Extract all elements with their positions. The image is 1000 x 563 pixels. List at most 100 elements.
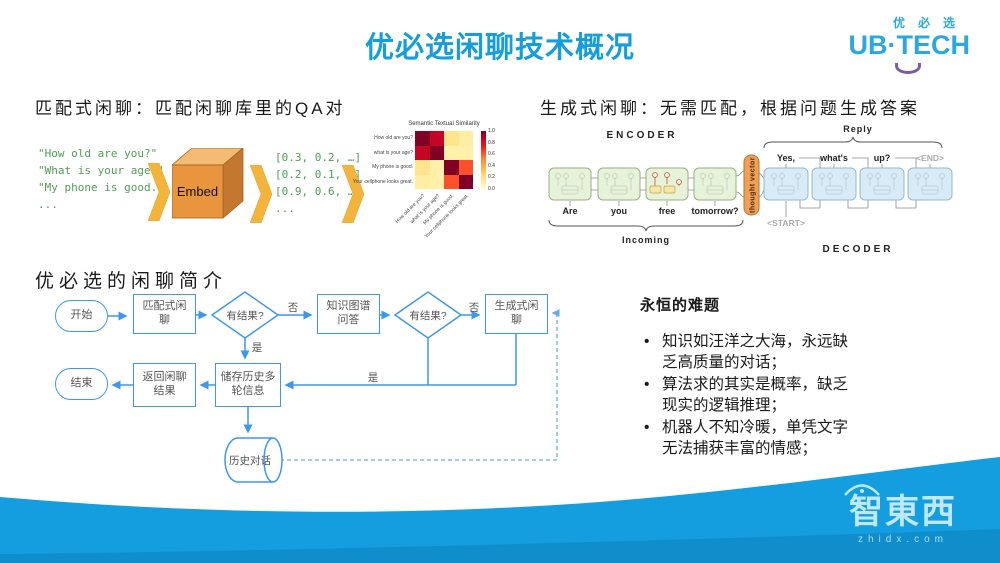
generative-chat-heading: 生成式闲聊：无需匹配，根据问题生成答案 — [540, 99, 920, 118]
end-token: <END> — [916, 153, 944, 163]
chat-flowchart: 开始 匹配式闲聊 有结果? 否 知识图谱问答 有结果? 否 生成式闲聊 是 储存… — [40, 285, 570, 500]
flow-decision-1: 有结果? — [226, 309, 264, 322]
arrow-right-icon — [342, 165, 364, 223]
embed-label: Embed — [177, 184, 218, 199]
zhidx-logo: 智東西 zhidx.com — [828, 482, 978, 545]
vector-line: ... — [275, 202, 295, 215]
heatmap-cell — [415, 131, 430, 146]
note-item: 算法求的其实是概率，缺乏现实的逻辑推理； — [640, 374, 858, 416]
vector-line: [0.9, 0.6, …] — [275, 185, 362, 198]
encoder-token: tomorrow? — [692, 206, 739, 216]
quote-line: "What is your age?" — [38, 164, 164, 177]
decision-diamond — [210, 291, 280, 339]
start-token: <START> — [767, 218, 805, 228]
decoder-token: up? — [874, 153, 891, 163]
heatmap-cell — [429, 174, 444, 189]
encoder-cell — [548, 167, 592, 201]
thought-vector-label: thought vector — [750, 157, 757, 213]
page-title: 优必选闲聊技术概况 — [364, 32, 635, 64]
heatmap-colorbar-tick: 0.2 — [488, 174, 495, 181]
quote-line: ... — [38, 198, 58, 211]
heatmap-cell — [444, 174, 459, 189]
arrow-right-icon — [148, 163, 170, 221]
incoming-label: Incoming — [622, 235, 670, 245]
heatmap-row-label: My phone is good. — [372, 164, 413, 171]
flow-end: 结束 — [55, 368, 108, 400]
quote-line: "How old are you?" — [38, 147, 158, 160]
question-quotes: "How old are you?" "What is your age?" "My… — [38, 145, 164, 213]
decoder-cell — [763, 167, 809, 201]
reply-label: Reply — [843, 124, 873, 134]
heatmap-col-labels: How old are you?what is your age?My phon… — [395, 191, 473, 240]
encoder-label: ENCODER — [606, 130, 677, 141]
decoder-cell — [811, 167, 857, 201]
heatmap-cell — [429, 145, 444, 160]
ubtech-smile-icon — [895, 63, 921, 74]
thought-vector-box — [743, 154, 760, 216]
flow-knowledge-graph-qa: 知识图谱问答 — [317, 294, 380, 334]
flowchart-lines — [108, 291, 560, 483]
similarity-heatmap: Semantic Textual Similarity How old are … — [352, 117, 506, 243]
flow-yes-label-2: 是 — [367, 371, 379, 384]
heatmap-colorbar-tick: 1.0 — [488, 128, 495, 134]
decoder-label: DECODER — [822, 244, 893, 255]
vector-line: [0.3, 0.2, …] — [275, 151, 362, 164]
decoder-cell — [859, 167, 905, 201]
flow-return-result: 返回闲聊结果 — [133, 363, 196, 407]
flow-decision-2: 有结果? — [409, 309, 447, 322]
heatmap-colorbar — [481, 131, 486, 189]
heatmap-cell — [458, 174, 473, 189]
history-cylinder — [224, 437, 273, 483]
attention-highlight — [649, 172, 682, 194]
flow-start: 开始 — [55, 300, 108, 332]
flow-store-history: 储存历史多轮信息 — [215, 363, 281, 407]
note-item: 知识如汪洋之大海，永远缺乏高质量的对话； — [640, 331, 858, 373]
heatmap-cell — [429, 160, 444, 175]
flow-match-chat: 匹配式闲聊 — [133, 294, 196, 334]
heatmap-row-label: Your cellphone looks great. — [352, 178, 413, 185]
heatmap-grid — [415, 131, 473, 189]
heatmap-cell — [444, 145, 459, 160]
notes-panel: 永恒的难题 知识如汪洋之大海，永远缺乏高质量的对话； 算法求的其实是概率，缺乏现… — [640, 294, 876, 460]
heatmap-row-labels: How old are you?what is your age?My phon… — [352, 131, 413, 189]
encoder-token: free — [659, 206, 676, 216]
ubtech-logo-en: UB·TECH — [848, 30, 971, 60]
footer-wave — [0, 457, 1000, 563]
notes-heading: 永恒的难题 — [640, 297, 721, 314]
flow-no-label-1: 否 — [287, 301, 299, 314]
heatmap-cell — [415, 160, 430, 175]
quote-line: "My phone is good." — [38, 181, 164, 194]
heatmap-colorbar-tick: 0.8 — [488, 139, 495, 146]
heatmap-colorbar-tick: 0.4 — [488, 162, 495, 169]
heatmap-cell — [415, 174, 430, 189]
heatmap-cell — [458, 145, 473, 160]
flowchart-heading: 优必选的闲聊简介 — [35, 271, 228, 292]
decoder-token: Yes, — [777, 153, 795, 163]
match-chat-heading: 匹配式闲聊：匹配闲聊库里的QA对 — [35, 99, 346, 118]
flow-no-label-2: 否 — [468, 301, 480, 314]
decoder-cell — [907, 167, 953, 201]
heatmap-cell — [415, 145, 430, 160]
heatmap-cell — [458, 131, 473, 146]
encoder-cell — [597, 167, 641, 201]
decoder-token: what's — [819, 153, 848, 163]
heatmap-title: Semantic Textual Similarity — [408, 121, 480, 127]
heatmap-colorbar-tick: 0.6 — [488, 151, 495, 158]
zhidx-brand: 智東西 — [849, 493, 957, 531]
embed-cube: Embed — [172, 148, 244, 219]
encoder-cell — [693, 167, 737, 201]
heatmap-row-label: How old are you? — [374, 135, 413, 142]
flow-history-db: 历史对话 — [229, 454, 271, 467]
notes-list: 知识如汪洋之大海，永远缺乏高质量的对话； 算法求的其实是概率，缺乏现实的逻辑推理… — [640, 331, 866, 459]
arrow-right-icon — [250, 165, 272, 223]
encoder-token: Are — [562, 206, 577, 216]
heatmap-cell — [444, 131, 459, 146]
flow-generative-chat: 生成式闲聊 — [485, 294, 548, 334]
encoder-token: you — [611, 206, 627, 216]
embedding-pipeline: "How old are you?" "What is your age?" "My… — [30, 130, 510, 245]
decision-diamond — [393, 291, 463, 339]
flow-yes-label-1: 是 — [251, 341, 263, 354]
note-item: 机器人不知冷暖，单凭文字无法捕获丰富的情感； — [640, 417, 858, 459]
seq2seq-diagram: ENCODER Reply Are you free tomorrow? Inc… — [548, 124, 953, 255]
